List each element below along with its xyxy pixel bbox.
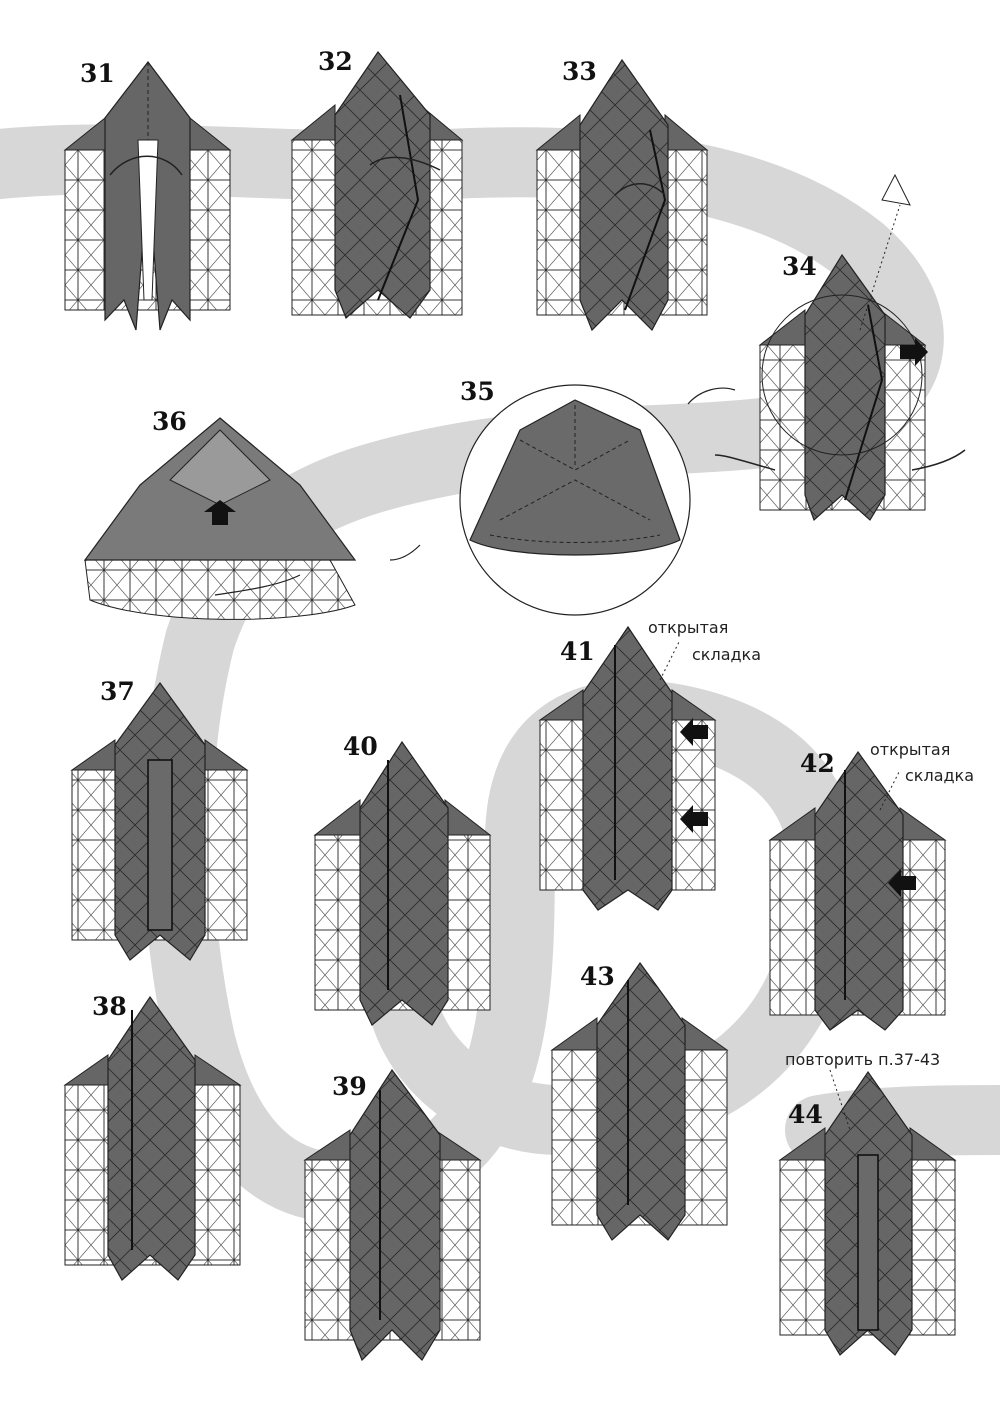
step-31-figure [63, 61, 232, 331]
step-40-figure [313, 740, 492, 1026]
step-39-number: 39 [332, 1072, 367, 1101]
step-41-note-line1: открытая [648, 618, 728, 637]
step-36-figure [83, 417, 421, 620]
step-38-figure [63, 995, 242, 1281]
step-34-figure [714, 173, 966, 522]
step-35-number: 35 [460, 377, 495, 406]
step-32-figure [290, 51, 464, 320]
step-42-note-line1: открытая [870, 740, 950, 759]
step-41-number: 41 [560, 637, 595, 666]
step-33-figure [535, 58, 709, 332]
step-40-number: 40 [343, 732, 378, 761]
step-34-number: 34 [782, 252, 817, 281]
step-44-number: 44 [788, 1100, 823, 1129]
step-42-note-line2: складка [905, 766, 974, 785]
step-39-figure [303, 1068, 482, 1362]
step-36-number: 36 [152, 407, 187, 436]
step-32-number: 32 [318, 47, 353, 76]
step-33-number: 33 [562, 57, 597, 86]
step-37-figure [70, 681, 249, 961]
step-37-number: 37 [100, 677, 135, 706]
step-44-note: повторить п.37-43 [785, 1050, 940, 1069]
step-44-figure [778, 1069, 957, 1356]
step-41-figure [538, 625, 717, 911]
step-38-number: 38 [92, 992, 127, 1021]
step-43-number: 43 [580, 962, 615, 991]
step-42-number: 42 [800, 749, 835, 778]
step-35-figure [459, 384, 736, 616]
step-42-figure [768, 750, 947, 1031]
step-41-note-line2: складка [692, 645, 761, 664]
step-31-number: 31 [80, 59, 115, 88]
step-43-figure [550, 961, 729, 1241]
